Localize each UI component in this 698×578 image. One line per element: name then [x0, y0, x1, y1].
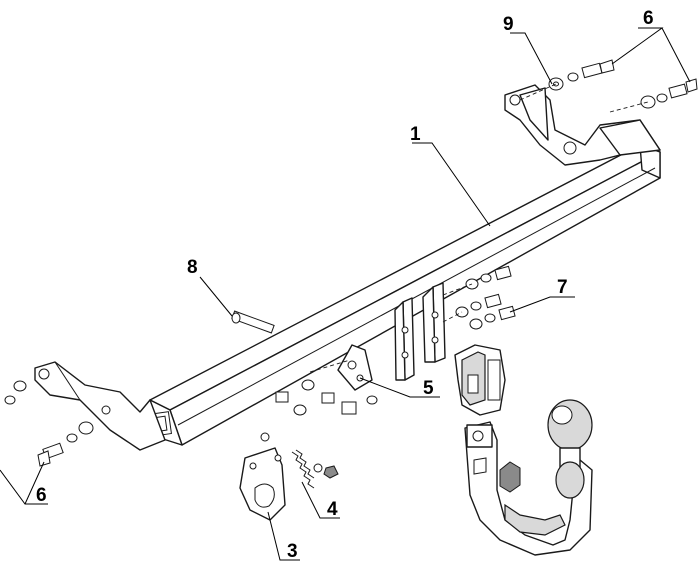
bolt-part8 [231, 310, 275, 334]
callout-6-top: 6 [643, 8, 654, 29]
socket-plate [239, 432, 286, 521]
callout-8: 8 [187, 257, 198, 278]
callout-1: 1 [410, 124, 421, 145]
spring-bolt [291, 449, 339, 489]
fasteners-part7 [442, 265, 516, 330]
mounting-plates [337, 282, 446, 391]
callout-9: 9 [503, 14, 514, 35]
fasteners-left [4, 380, 94, 467]
left-side-bracket [34, 361, 166, 451]
leader-lines [0, 27, 691, 561]
crossbeam [149, 144, 661, 446]
fasteners-center-left [275, 359, 378, 416]
callout-3: 3 [287, 541, 298, 562]
callout-6-left: 6 [36, 485, 47, 506]
tow-ball [547, 399, 593, 499]
coupling-housing [454, 344, 506, 416]
fasteners-top-right [519, 59, 698, 113]
callout-5: 5 [423, 378, 434, 399]
callout-4: 4 [327, 499, 338, 520]
callout-labels: 1 8 9 6 7 5 4 3 6 [36, 8, 654, 562]
callout-7: 7 [557, 277, 568, 298]
right-side-bracket [504, 84, 661, 166]
